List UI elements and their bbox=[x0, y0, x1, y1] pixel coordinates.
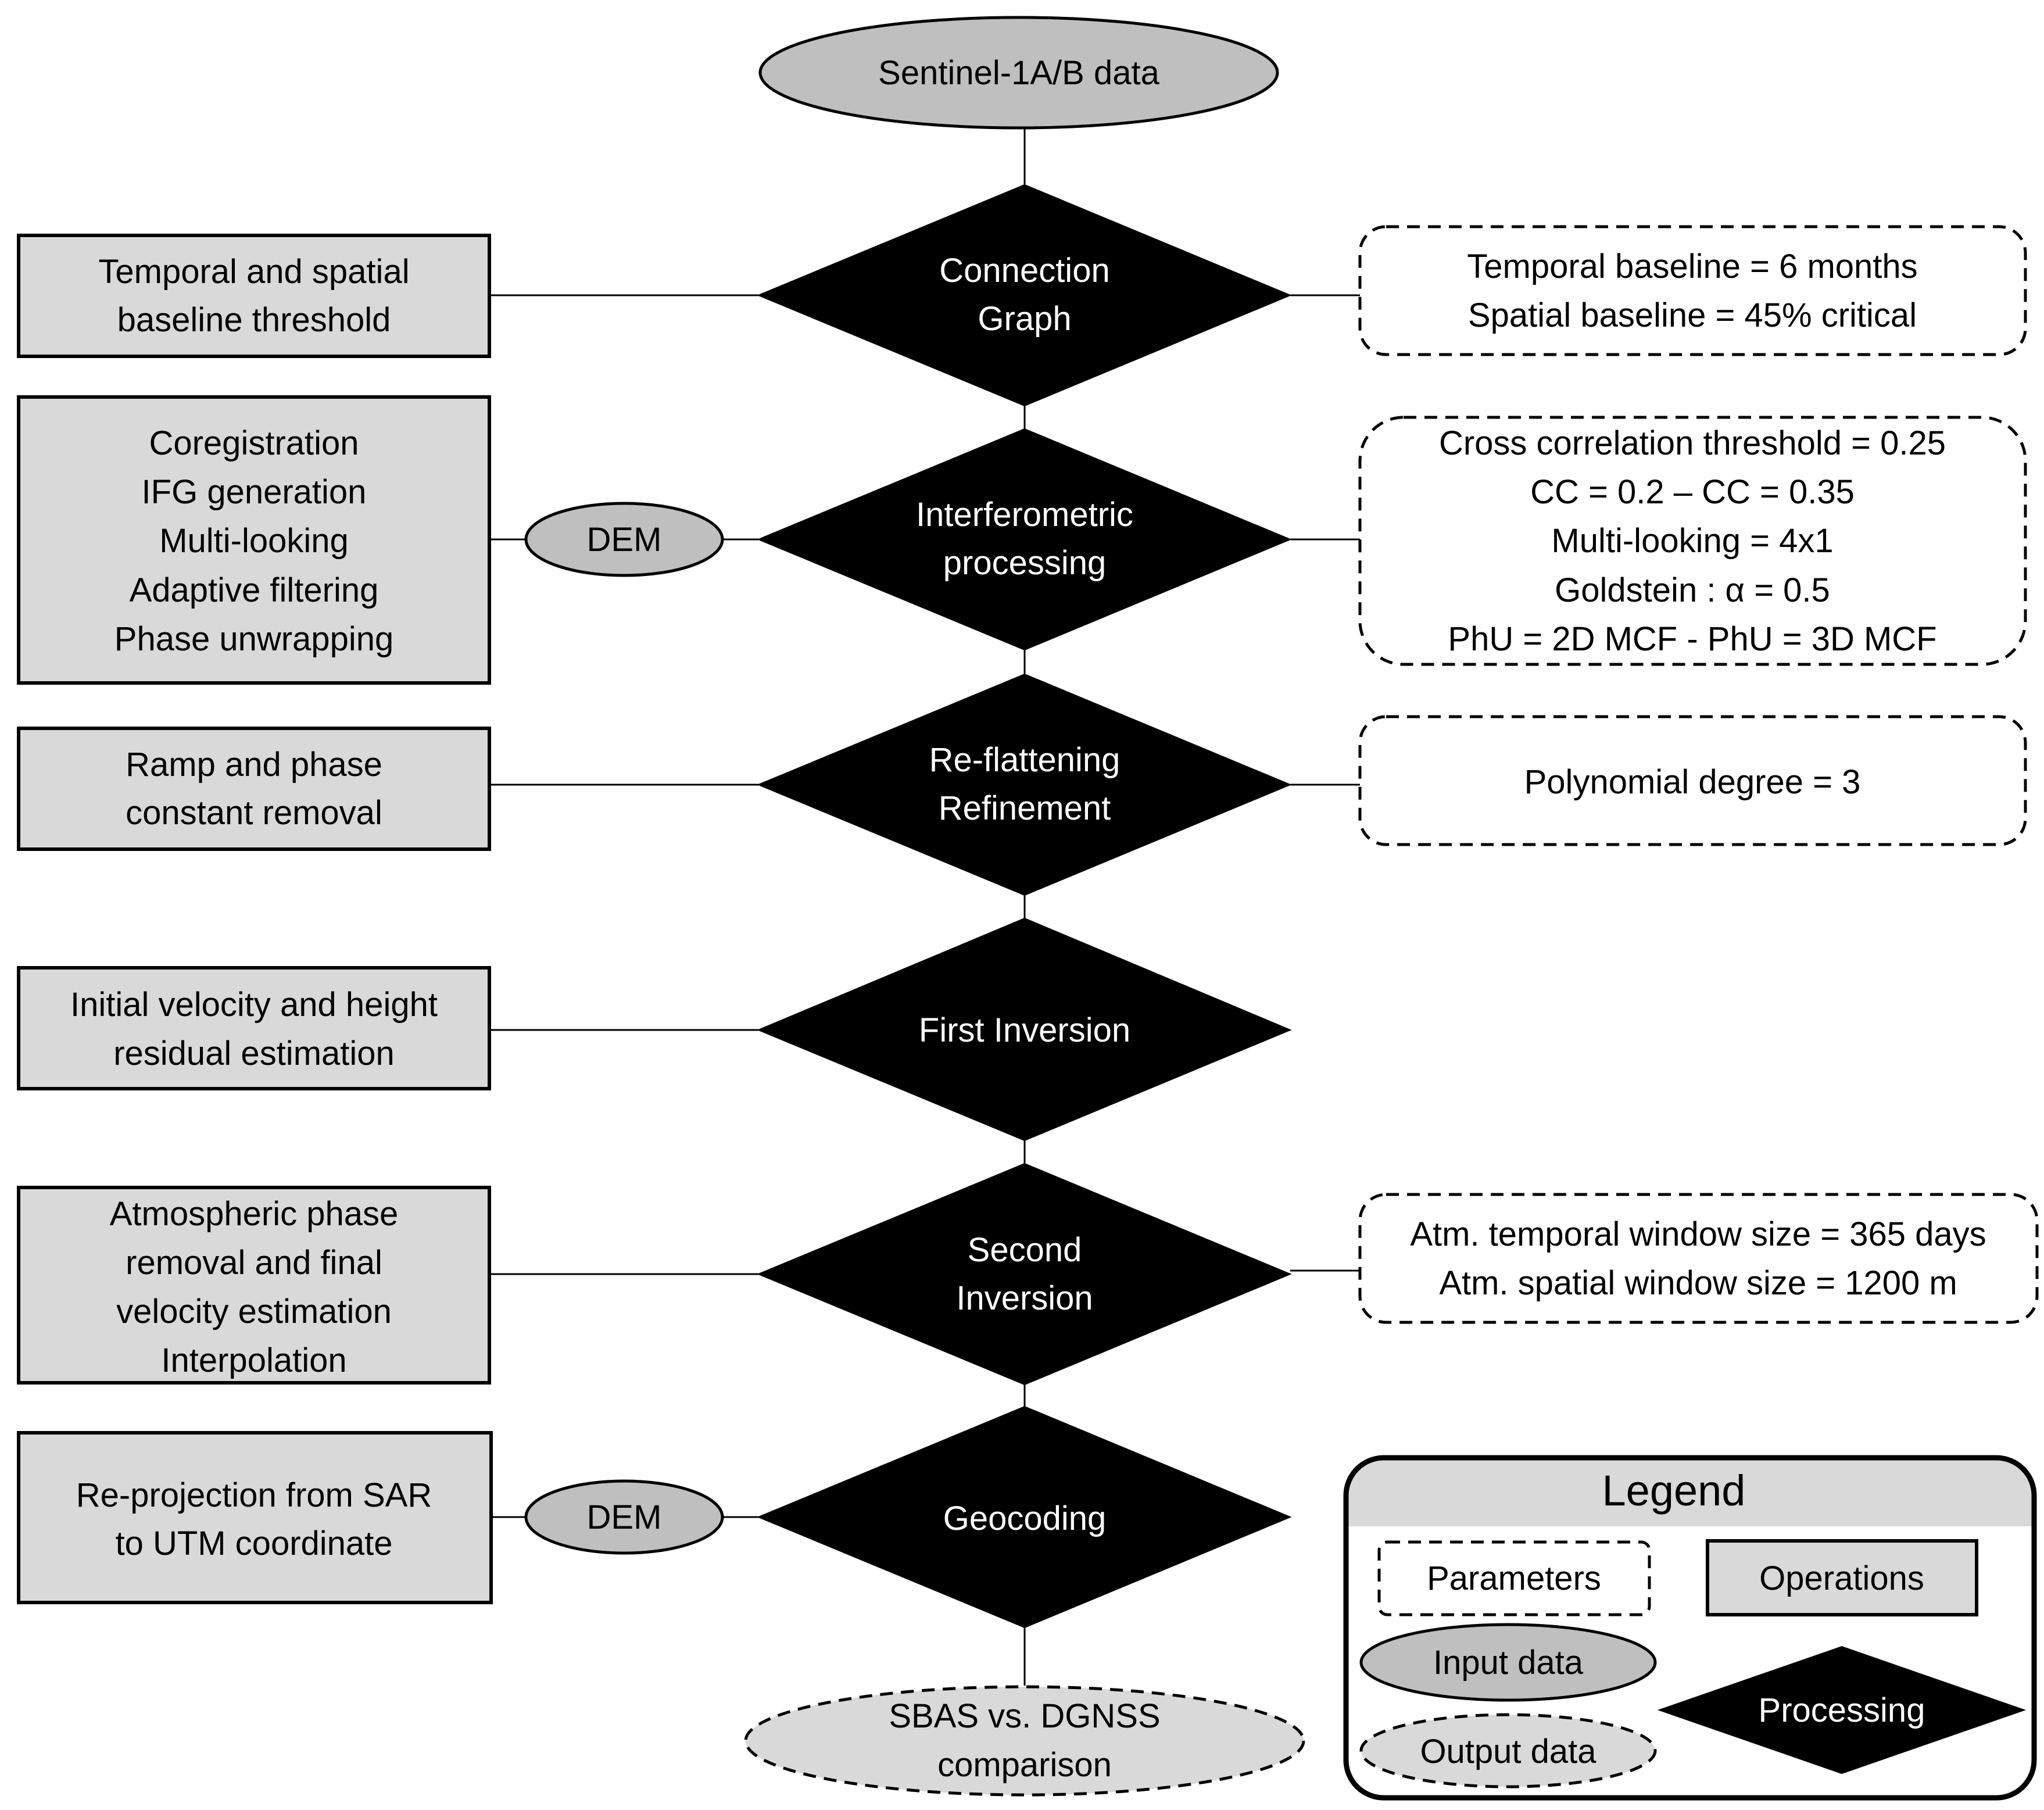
sentinel-label: Sentinel-1A/B data bbox=[878, 54, 1159, 92]
processing-interferometric: Interferometric processing bbox=[757, 428, 1292, 651]
svg-text:comparison: comparison bbox=[937, 1746, 1112, 1784]
output-comparison: SBAS vs. DGNSS comparison bbox=[744, 1685, 1305, 1797]
svg-text:First Inversion: First Inversion bbox=[919, 1011, 1130, 1049]
processing-first-inversion: First Inversion bbox=[757, 917, 1292, 1142]
legend-processing: Processing bbox=[1657, 1646, 2027, 1775]
svg-text:Phase unwrapping: Phase unwrapping bbox=[114, 620, 393, 658]
svg-text:Refinement: Refinement bbox=[939, 789, 1111, 827]
legend: Legend Parameters Operations Input data … bbox=[1343, 1455, 2037, 1801]
input-dem-interferometric: DEM bbox=[524, 502, 724, 577]
processing-reflattening: Re-flattening Refinement bbox=[757, 673, 1292, 896]
svg-text:Graph: Graph bbox=[978, 300, 1071, 338]
parameters-reflattening: Polynomial degree = 3 bbox=[1358, 715, 2027, 846]
operation-reprojection: Re-projection from SAR to UTM coordinate bbox=[17, 1431, 493, 1604]
svg-text:Processing: Processing bbox=[1759, 1691, 1925, 1729]
svg-text:Ramp and phase: Ramp and phase bbox=[126, 746, 382, 784]
svg-text:Geocoding: Geocoding bbox=[943, 1500, 1107, 1537]
parameters-interferometric: Cross correlation threshold = 0.25 CC = … bbox=[1358, 416, 2027, 666]
processing-connection-graph: Connection Graph bbox=[757, 184, 1292, 407]
svg-text:velocity estimation: velocity estimation bbox=[116, 1293, 392, 1330]
svg-text:Initial velocity and height: Initial velocity and height bbox=[70, 986, 438, 1024]
svg-text:Interferometric: Interferometric bbox=[916, 496, 1133, 534]
svg-text:Re-projection from SAR: Re-projection from SAR bbox=[76, 1476, 432, 1514]
input-dem-geocoding: DEM bbox=[524, 1479, 724, 1555]
operation-atmospheric-removal: Atmospheric phase removal and final velo… bbox=[17, 1186, 491, 1385]
processing-second-inversion: Second Inversion bbox=[757, 1162, 1292, 1386]
svg-text:DEM: DEM bbox=[587, 1498, 662, 1536]
svg-text:SBAS vs. DGNSS: SBAS vs. DGNSS bbox=[889, 1697, 1160, 1735]
operation-interferometric-steps: Coregistration IFG generation Multi-look… bbox=[17, 395, 491, 685]
svg-text:Spatial baseline = 45% critic: Spatial baseline = 45% critical bbox=[1468, 296, 1917, 334]
svg-text:Atm. temporal window size = 3: Atm. temporal window size = 365 days bbox=[1410, 1215, 1986, 1253]
legend-title: Legend bbox=[1602, 1466, 1746, 1515]
svg-text:Inversion: Inversion bbox=[956, 1279, 1093, 1317]
svg-text:Re-flattening: Re-flattening bbox=[929, 741, 1121, 779]
parameters-atmospheric: Atm. temporal window size = 365 days Atm… bbox=[1358, 1193, 2039, 1324]
legend-output-data: Output data bbox=[1359, 1713, 1657, 1788]
svg-text:Interpolation: Interpolation bbox=[161, 1342, 346, 1379]
svg-text:IFG generation: IFG generation bbox=[142, 473, 367, 511]
legend-operations: Operations bbox=[1706, 1539, 1978, 1616]
svg-text:processing: processing bbox=[943, 544, 1106, 582]
svg-text:Input data: Input data bbox=[1433, 1644, 1584, 1682]
svg-text:removal and final: removal and final bbox=[126, 1244, 382, 1282]
svg-text:Cross correlation threshold =: Cross correlation threshold = 0.25 bbox=[1439, 424, 1946, 462]
svg-text:CC = 0.2 – CC = 0.35: CC = 0.2 – CC = 0.35 bbox=[1530, 473, 1855, 511]
legend-input-data: Input data bbox=[1359, 1623, 1657, 1702]
connector-lines bbox=[489, 294, 1360, 1518]
svg-text:Second: Second bbox=[968, 1231, 1082, 1269]
svg-text:Temporal and spatial: Temporal and spatial bbox=[98, 253, 409, 291]
svg-text:constant removal: constant removal bbox=[126, 794, 382, 832]
svg-text:Adaptive filtering: Adaptive filtering bbox=[130, 571, 379, 609]
svg-text:PhU = 2D MCF - PhU = 3D MCF: PhU = 2D MCF - PhU = 3D MCF bbox=[1448, 620, 1936, 658]
operation-ramp-removal: Ramp and phase constant removal bbox=[17, 727, 491, 851]
svg-text:Multi-looking: Multi-looking bbox=[159, 522, 349, 560]
svg-text:Output data: Output data bbox=[1420, 1733, 1596, 1770]
svg-text:Operations: Operations bbox=[1759, 1559, 1924, 1597]
parameters-baseline: Temporal baseline = 6 months Spatial bas… bbox=[1358, 225, 2027, 356]
processing-geocoding: Geocoding bbox=[757, 1405, 1292, 1629]
svg-text:Connection: Connection bbox=[939, 252, 1109, 289]
svg-text:Coregistration: Coregistration bbox=[149, 424, 359, 462]
svg-text:Multi-looking = 4x1: Multi-looking = 4x1 bbox=[1551, 522, 1833, 560]
svg-text:Goldstein : α = 0.5: Goldstein : α = 0.5 bbox=[1555, 571, 1830, 609]
operation-initial-velocity: Initial velocity and height residual est… bbox=[17, 966, 491, 1090]
svg-text:baseline threshold: baseline threshold bbox=[117, 301, 391, 339]
svg-text:Polynomial degree = 3: Polynomial degree = 3 bbox=[1524, 763, 1861, 801]
svg-text:Atmospheric phase: Atmospheric phase bbox=[110, 1195, 398, 1233]
svg-text:DEM: DEM bbox=[587, 521, 662, 559]
svg-text:residual estimation: residual estimation bbox=[113, 1035, 395, 1072]
legend-parameters: Parameters bbox=[1377, 1540, 1651, 1616]
svg-text:Parameters: Parameters bbox=[1427, 1559, 1601, 1597]
svg-text:to UTM coordinate: to UTM coordinate bbox=[115, 1525, 392, 1562]
svg-text:Atm. spatial window size = 12: Atm. spatial window size = 1200 m bbox=[1439, 1264, 1957, 1302]
input-sentinel-data: Sentinel-1A/B data bbox=[758, 16, 1279, 130]
operation-baseline-threshold: Temporal and spatial baseline threshold bbox=[17, 234, 491, 358]
svg-text:Temporal baseline = 6 months: Temporal baseline = 6 months bbox=[1467, 248, 1917, 285]
